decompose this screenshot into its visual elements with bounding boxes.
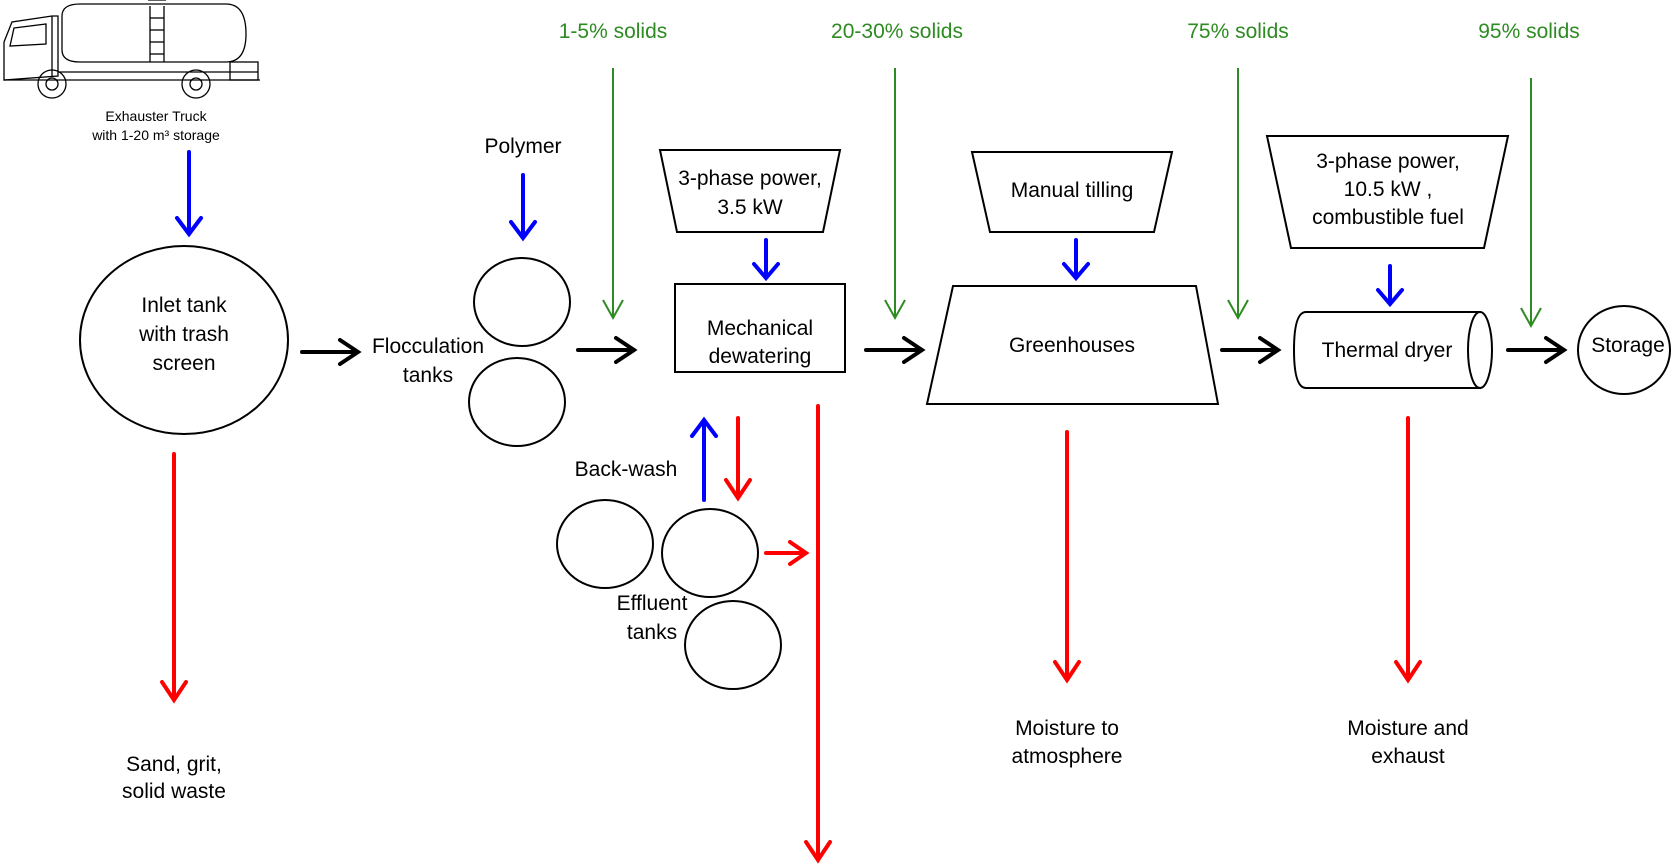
inlet-tank-label-2: with trash	[138, 323, 229, 346]
greenhouse-moisture-arrow	[1053, 430, 1081, 684]
mechanical-dewatering-label-1: Mechanical	[707, 317, 813, 340]
manual-tilling-input	[970, 151, 1174, 233]
effluent-tank-1	[556, 499, 654, 589]
flow-arrow-4	[1220, 336, 1282, 364]
effluent-label-2: tanks	[627, 621, 677, 644]
tilling-input-arrow	[1062, 238, 1090, 282]
backwash-arrow	[690, 416, 718, 502]
moisture-exhaust-label-2: exhaust	[1371, 745, 1445, 768]
inlet-tank-label-3: screen	[152, 352, 215, 375]
greenhouses-node	[925, 285, 1220, 405]
power-input-2	[1265, 135, 1510, 249]
power1-input-arrow	[752, 238, 780, 282]
mechanical-dewatering-label-2: dewatering	[709, 345, 812, 368]
truck-label-line2: with 1-20 m³ storage	[91, 127, 220, 143]
storage-node	[1577, 305, 1671, 395]
effluent-tank-3	[684, 600, 782, 690]
manual-tilling-label: Manual tilling	[1011, 179, 1134, 202]
storage-label: Storage	[1591, 334, 1665, 357]
dewatering-output-arrow	[724, 416, 752, 502]
power-input-1-line2: 3.5 kW	[717, 196, 783, 219]
effluent-discharge-arrow	[804, 404, 832, 864]
truck-icon	[3, 0, 260, 99]
power2-input-arrow	[1376, 264, 1404, 308]
thermal-dryer-node	[1292, 311, 1493, 389]
flow-arrow-3	[864, 336, 926, 364]
solids-arrow-2	[884, 68, 906, 321]
flocculation-label-2: tanks	[403, 364, 453, 387]
effluent-label-1: Effluent	[617, 592, 688, 615]
power-input-2-line3: combustible fuel	[1312, 206, 1464, 229]
power-input-2-line1: 3-phase power,	[1316, 150, 1460, 173]
flow-arrow-1	[300, 338, 362, 366]
flow-arrow-2	[576, 336, 638, 364]
solids-label-3: 75% solids	[1187, 20, 1289, 43]
solids-label-2: 20-30% solids	[831, 20, 963, 43]
effluent-tank-2	[661, 508, 759, 598]
thermal-dryer-label: Thermal dryer	[1322, 339, 1453, 362]
effluent-output-arrow	[764, 540, 810, 566]
polymer-label: Polymer	[484, 135, 561, 158]
moisture-atmosphere-label-1: Moisture to	[1015, 717, 1119, 740]
backwash-label: Back-wash	[575, 458, 678, 481]
polymer-input-arrow	[509, 173, 537, 242]
sand-output-label-2: solid waste	[122, 780, 226, 803]
flocculation-label-1: Flocculation	[372, 335, 484, 358]
truck-label-line1: Exhauster Truck	[105, 108, 207, 124]
moisture-exhaust-label-1: Moisture and	[1347, 717, 1468, 740]
solids-arrow-3	[1227, 68, 1249, 321]
power-input-1	[658, 149, 842, 233]
solids-arrow-4	[1520, 78, 1542, 329]
moisture-atmosphere-label-2: atmosphere	[1012, 745, 1123, 768]
flocculation-tank-1	[473, 257, 571, 347]
flocculation-tank-2	[468, 357, 566, 447]
greenhouses-label: Greenhouses	[1009, 334, 1135, 357]
solids-arrow-1	[602, 68, 624, 321]
mechanical-dewatering-box	[674, 283, 846, 373]
solids-label-1: 1-5% solids	[559, 20, 668, 43]
truck-input-arrow	[175, 150, 203, 238]
flow-arrow-5	[1506, 336, 1568, 364]
inlet-tank-label-1: Inlet tank	[141, 294, 227, 317]
power-input-2-line2: 10.5 kW ,	[1344, 178, 1433, 201]
sand-output-label-1: Sand, grit,	[126, 753, 222, 776]
sand-output-arrow	[160, 452, 188, 704]
inlet-tank	[79, 245, 289, 435]
solids-label-4: 95% solids	[1478, 20, 1580, 43]
dryer-moisture-arrow	[1394, 416, 1422, 684]
power-input-1-line1: 3-phase power,	[678, 167, 822, 190]
